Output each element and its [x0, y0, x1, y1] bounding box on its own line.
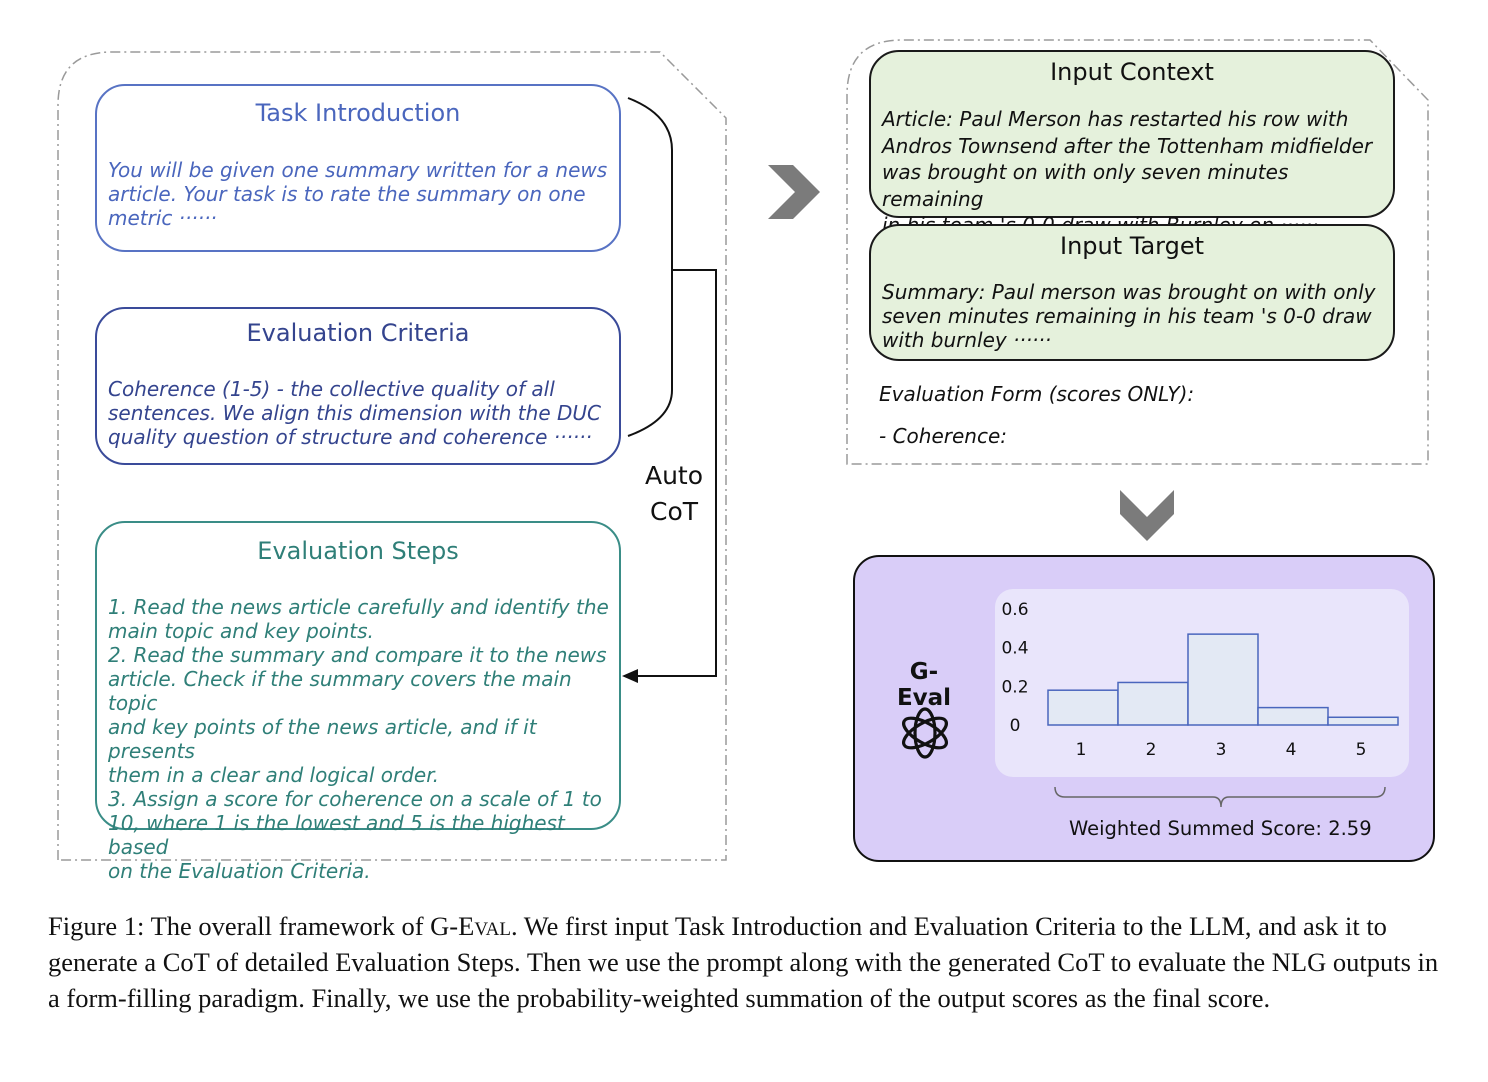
- task-introduction-title: Task Introduction: [255, 99, 461, 127]
- evaluation-form-label: Evaluation Form (scores ONLY):: [879, 382, 1195, 406]
- score-bar-4: [1257, 706, 1329, 726]
- score-bar-5: [1327, 716, 1399, 726]
- input-bracket: [627, 97, 673, 437]
- coherence-field-label: - Coherence:: [879, 424, 1007, 448]
- caption-prefix: Figure 1: The overall framework of G-: [48, 911, 459, 941]
- score-bar-2: [1117, 681, 1189, 726]
- geval-output-panel: G-Eval 0.6 0.4 0.2 0 1 2 3 4 5 Weighted Summed S…: [853, 555, 1435, 862]
- chevron-right-icon: [768, 165, 820, 219]
- x-tick-label: 3: [1216, 740, 1227, 760]
- input-context-box: Input Context Article: Paul Merson has r…: [869, 50, 1395, 237]
- input-context-title: Input Context: [1050, 58, 1214, 86]
- score-bar-3: [1187, 633, 1259, 726]
- chevron-down-icon: [1120, 490, 1174, 541]
- auto-cot-label: Auto CoT: [634, 458, 714, 530]
- y-tick-label: 0.4: [1001, 639, 1028, 659]
- input-target-box: Input Target Summary: Paul merson was br…: [869, 224, 1395, 361]
- x-tick-label: 1: [1076, 740, 1087, 760]
- evaluation-criteria-box: Evaluation Criteria Coherence (1-5) - th…: [95, 307, 621, 465]
- task-introduction-box: Task Introduction You will be given one …: [95, 84, 621, 252]
- figure-caption: Figure 1: The overall framework of G-Eva…: [48, 908, 1444, 1016]
- task-introduction-body: You will be given one summary written fo…: [108, 158, 608, 230]
- sum-brace: [1054, 786, 1386, 808]
- x-tick-label: 4: [1286, 740, 1297, 760]
- input-target-body: Summary: Paul merson was brought on with…: [882, 280, 1376, 352]
- weighted-score-label: Weighted Summed Score: 2.59: [1069, 817, 1372, 840]
- auto-cot-arrow-line: [636, 269, 717, 677]
- y-tick-label: 0.2: [1001, 677, 1028, 697]
- evaluation-criteria-title: Evaluation Criteria: [246, 319, 470, 347]
- evaluation-criteria-body: Coherence (1-5) - the collective quality…: [108, 377, 601, 449]
- evaluation-steps-body: 1. Read the news article carefully and i…: [108, 595, 609, 883]
- y-tick-label: 0: [1010, 716, 1021, 736]
- openai-logo-icon: [902, 707, 948, 759]
- auto-cot-label-line1: Auto: [644, 461, 704, 490]
- x-tick-label: 5: [1356, 740, 1367, 760]
- score-distribution-chart: 0.6 0.4 0.2 0 1 2 3 4 5: [1001, 600, 1399, 760]
- auto-cot-arrowhead: [622, 669, 638, 683]
- right-dashed-panel: [846, 39, 1429, 465]
- left-dashed-panel: [57, 51, 727, 861]
- evaluation-steps-title: Evaluation Steps: [257, 537, 459, 565]
- x-tick-label: 2: [1146, 740, 1157, 760]
- caption-rest: . We first input Task Introduction and E…: [48, 911, 1439, 1013]
- evaluation-steps-box: Evaluation Steps 1. Read the news articl…: [95, 521, 621, 883]
- geval-label: G-Eval: [896, 659, 952, 711]
- auto-cot-label-line2: CoT: [649, 497, 699, 526]
- caption-smallcaps: Eval: [458, 911, 511, 941]
- y-tick-label: 0.6: [1001, 600, 1028, 620]
- input-context-body: Article: Paul Merson has restarted his r…: [882, 107, 1373, 237]
- input-target-title: Input Target: [1059, 232, 1205, 260]
- score-bar-1: [1047, 689, 1119, 726]
